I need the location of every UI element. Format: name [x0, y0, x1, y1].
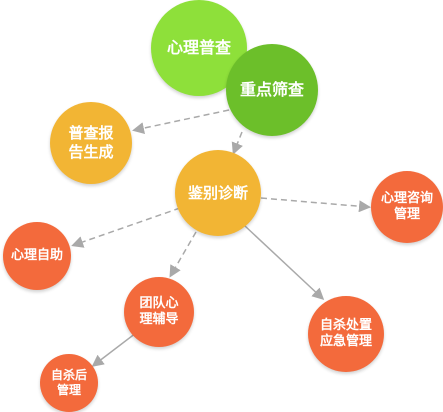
- node-psych-survey-label: 心理普查: [166, 38, 231, 57]
- node-self-help-label: 心理自助: [10, 247, 63, 263]
- arrow-screening-to-diagnosis: [231, 131, 243, 155]
- arrow-group-to-aftercare: [91, 332, 137, 367]
- node-consultation-management: 心理咨询管理: [371, 171, 443, 243]
- arrow-screening-to-report: [132, 109, 230, 134]
- node-differential-diagnosis-label: 鉴别诊断: [187, 183, 248, 202]
- arrow-diagnosis-to-consult: [260, 197, 371, 213]
- arrow-diagnosis-to-crisis: [244, 225, 325, 301]
- node-group-counseling-label: 团队心理辅导: [139, 295, 179, 327]
- node-group-counseling: 团队心理辅导: [124, 277, 194, 347]
- arrow-diagnosis-to-group: [169, 231, 197, 278]
- node-self-help: 心理自助: [3, 222, 71, 290]
- node-survey-report: 普查报告生成: [50, 102, 132, 184]
- node-crisis-response: 自杀处置应急管理: [308, 296, 384, 372]
- node-differential-diagnosis: 鉴别诊断: [175, 150, 261, 236]
- node-consultation-management-label: 心理咨询管理: [380, 190, 433, 222]
- node-key-screening-label: 重点筛查: [239, 80, 304, 99]
- node-aftercare-label: 自杀后管理: [50, 368, 87, 397]
- arrow-diagnosis-to-selfhelp: [71, 207, 181, 248]
- node-survey-report-label: 普查报告生成: [68, 124, 114, 161]
- node-crisis-response-label: 自杀处置应急管理: [319, 317, 372, 349]
- node-psych-survey: 心理普查: [151, 0, 247, 96]
- node-aftercare: 自杀后管理: [40, 354, 98, 412]
- node-key-screening: 重点筛查: [226, 44, 318, 136]
